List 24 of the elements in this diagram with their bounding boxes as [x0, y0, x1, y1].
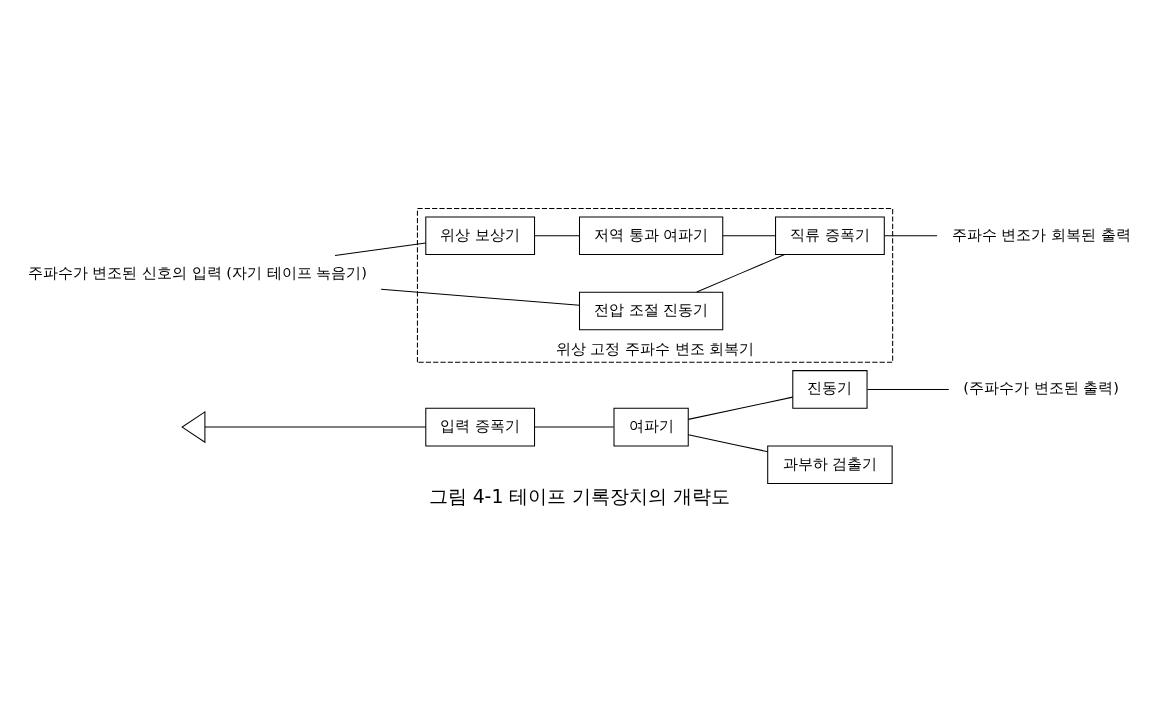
caption: 그림 4-1 테이프 기록장치의 개략도 [428, 485, 730, 507]
node-text: (주파수가 변조된 출력) [962, 378, 1119, 396]
connector [687, 396, 793, 420]
connector [204, 426, 426, 428]
node-box: 여파기 [612, 407, 689, 446]
connector [722, 234, 776, 236]
node-box: 전압 조절 진동기 [578, 291, 723, 330]
connector [533, 234, 580, 236]
node-text: 주파수 변조가 회복된 출력 [951, 225, 1131, 243]
node-box: 입력 증폭기 [424, 407, 535, 446]
connector [866, 388, 949, 390]
connector [883, 234, 938, 236]
node-box: 진동기 [791, 369, 868, 409]
node-triangle [180, 410, 205, 443]
connector [334, 242, 426, 256]
connector [533, 426, 614, 428]
connector [687, 433, 768, 452]
node-box: 과부하 검출기 [766, 444, 893, 484]
connector [380, 288, 580, 306]
node-box: 저역 통과 여파기 [578, 215, 723, 255]
node-box: 위상 보상기 [424, 215, 535, 255]
node-box: 직류 증폭기 [774, 215, 885, 255]
connector [695, 253, 785, 293]
node-text: 주파수가 변조된 신호의 입력 (자기 테이프 녹음기) [27, 263, 367, 281]
